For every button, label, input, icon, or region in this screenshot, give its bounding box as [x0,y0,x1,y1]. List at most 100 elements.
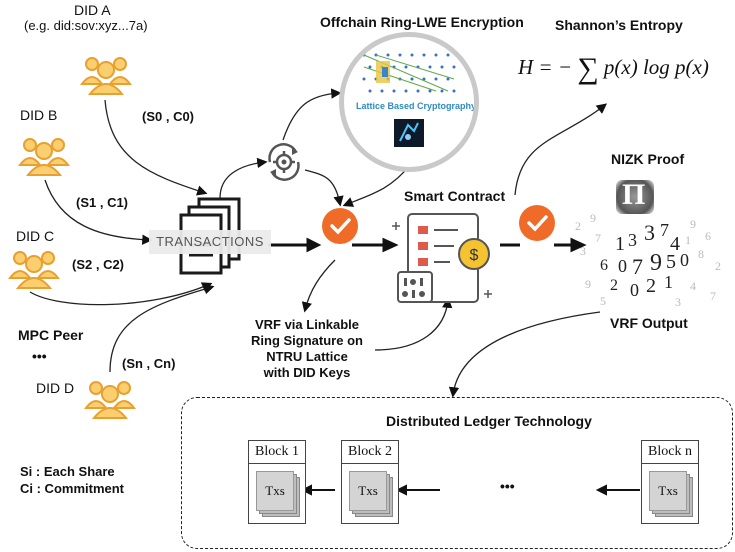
block-n-title: Block n [642,441,698,464]
arrow-did-d-to-tx [109,284,215,373]
svg-text:0: 0 [680,250,689,270]
svg-text:6: 6 [600,257,608,274]
did-c-label: DID C [16,228,55,244]
mpc-peer-label: MPC Peer [18,327,84,343]
svg-text:4: 4 [690,279,696,293]
vrf-ring-text: VRF via Linkable Ring Signature on NTRU … [232,317,382,381]
vrf-ring-line-1: VRF via Linkable [254,317,360,332]
mpc-ellipsis: ••• [32,348,47,364]
legend-si: Si : Each Share [20,464,115,479]
svg-text:2: 2 [715,259,721,273]
block-1-title: Block 1 [249,441,305,464]
svg-text:3: 3 [580,244,586,258]
svg-text:7: 7 [710,289,716,303]
pi-symbol: Π [622,178,646,211]
block-2-txs: Txs [349,471,393,517]
transactions-label: TRANSACTIONS [149,230,271,254]
did-a-label: DID A [74,2,111,18]
arrow-check-to-vrf [301,259,336,313]
svg-text:2: 2 [610,277,618,294]
lattice-grid-graphic [362,53,456,93]
block-n: Block n Txs [641,440,699,524]
gear-sync-icon [268,143,300,181]
svg-text:9: 9 [590,211,596,225]
svg-text:5: 5 [600,294,606,308]
svg-text:1: 1 [685,233,691,247]
ledger-title: Distributed Ledger Technology [386,413,592,429]
vrf-ring-line-2: Ring Signature on [251,333,363,348]
entropy-title: Shannon’s Entropy [555,17,683,33]
lattice-photo [394,119,424,147]
svg-text:$: $ [470,247,479,264]
svg-text:9: 9 [690,217,696,231]
svg-text:7: 7 [632,254,643,279]
formula-right: p(x) log p(x) [603,55,709,79]
formula-sum: ∑ [577,52,599,85]
svg-text:2: 2 [575,219,581,233]
did-a-example: (e.g. did:sov:xyz...7a) [24,18,148,33]
did-c-users-icon [8,251,60,289]
block-2-txs-label: Txs [349,471,387,511]
did-d-label: DID D [36,380,75,396]
block-1-txs-label: Txs [256,471,294,511]
arrow-tx-to-gear [219,157,268,199]
did-b-label: DID B [20,107,58,123]
svg-text:6: 6 [705,229,711,243]
arrow-did-c-to-tx [29,282,213,306]
block-n-txs-label: Txs [649,471,687,511]
svg-text:3: 3 [644,220,655,245]
legend-ci: Ci : Commitment [20,481,124,496]
block-2: Block 2 Txs [341,440,399,524]
svg-text:5: 5 [666,251,676,273]
vrf-ring-line-4: with DID Keys [263,365,351,380]
svg-text:9: 9 [585,277,591,291]
arrow-vrf-to-contract [374,297,453,351]
share-s2-label: (S2 , C2) [72,257,125,272]
transactions-node: TRANSACTIONS [147,197,377,277]
smart-contract-icon: $ [392,213,492,303]
svg-text:7: 7 [660,220,669,240]
share-s1-label: (S1 , C1) [76,195,129,210]
svg-text:4: 4 [670,233,680,255]
ledger-ellipsis: ••• [500,478,515,494]
check-icon-left [322,208,358,244]
svg-text:7: 7 [595,231,601,245]
arrow-did-b-to-tx [44,179,153,245]
lattice-caption: Lattice Based Cryptography [356,101,477,111]
svg-text:3: 3 [628,230,637,250]
arrow-gear-to-check [304,169,344,207]
svg-text:1: 1 [664,272,673,292]
arrow-contract-to-entropy [514,103,608,196]
arrow-output-to-ledger [448,311,601,398]
block-1: Block 1 Txs [248,440,306,524]
entropy-formula: H = − ∑ p(x) log p(x) [518,52,709,86]
svg-text:3: 3 [675,295,681,309]
vrf-output-label: VRF Output [610,315,688,331]
nizk-title: NIZK Proof [611,151,685,167]
did-b-users-icon [18,138,70,176]
svg-text:0: 0 [630,280,639,300]
svg-text:8: 8 [698,247,704,261]
block-2-title: Block 2 [342,441,398,464]
distributed-ledger-panel [181,397,733,549]
block-1-txs: Txs [256,471,300,517]
arrow-did-a-to-tx [104,99,208,196]
lattice-crypto-circle: Lattice Based Cryptography [339,32,479,172]
offchain-title: Offchain Ring-LWE Encryption [320,14,524,30]
share-sn-label: (Sn , Cn) [122,356,176,371]
smart-contract-title: Smart Contract [404,188,506,204]
svg-text:1: 1 [615,233,625,255]
vrf-ring-line-3: NTRU Lattice [266,349,348,364]
check-icon-right [519,205,555,241]
did-d-users-icon [84,381,136,419]
did-a-users-icon [80,57,132,95]
svg-text:9: 9 [650,250,662,276]
svg-text:2: 2 [646,275,656,297]
formula-left: H = − [518,55,573,79]
svg-text:0: 0 [618,256,627,276]
share-s0-label: (S0 , C0) [142,109,195,124]
block-n-txs: Txs [649,471,693,517]
